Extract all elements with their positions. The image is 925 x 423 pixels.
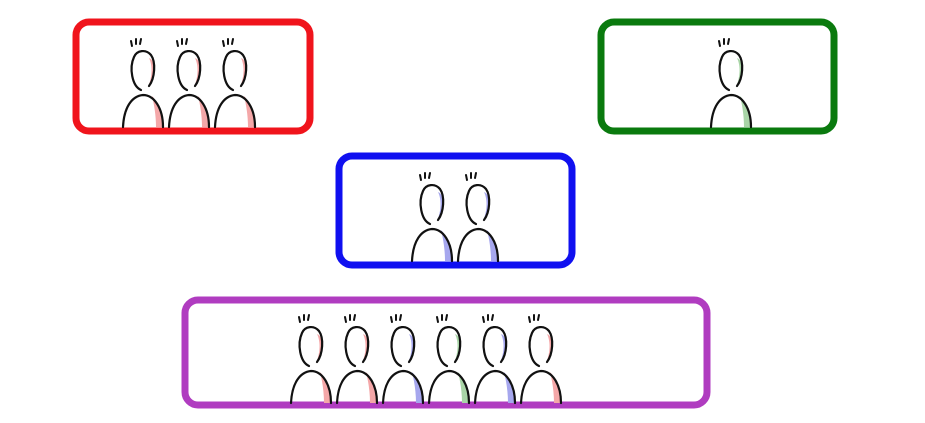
- red-group: [72, 18, 314, 135]
- blue-group-box: [335, 152, 576, 269]
- blue-group: [335, 152, 576, 269]
- red-group-box: [72, 18, 314, 135]
- green-group-box: [597, 18, 838, 135]
- purple-group: [181, 296, 711, 409]
- purple-group-box: [181, 296, 711, 409]
- green-group: [597, 18, 838, 135]
